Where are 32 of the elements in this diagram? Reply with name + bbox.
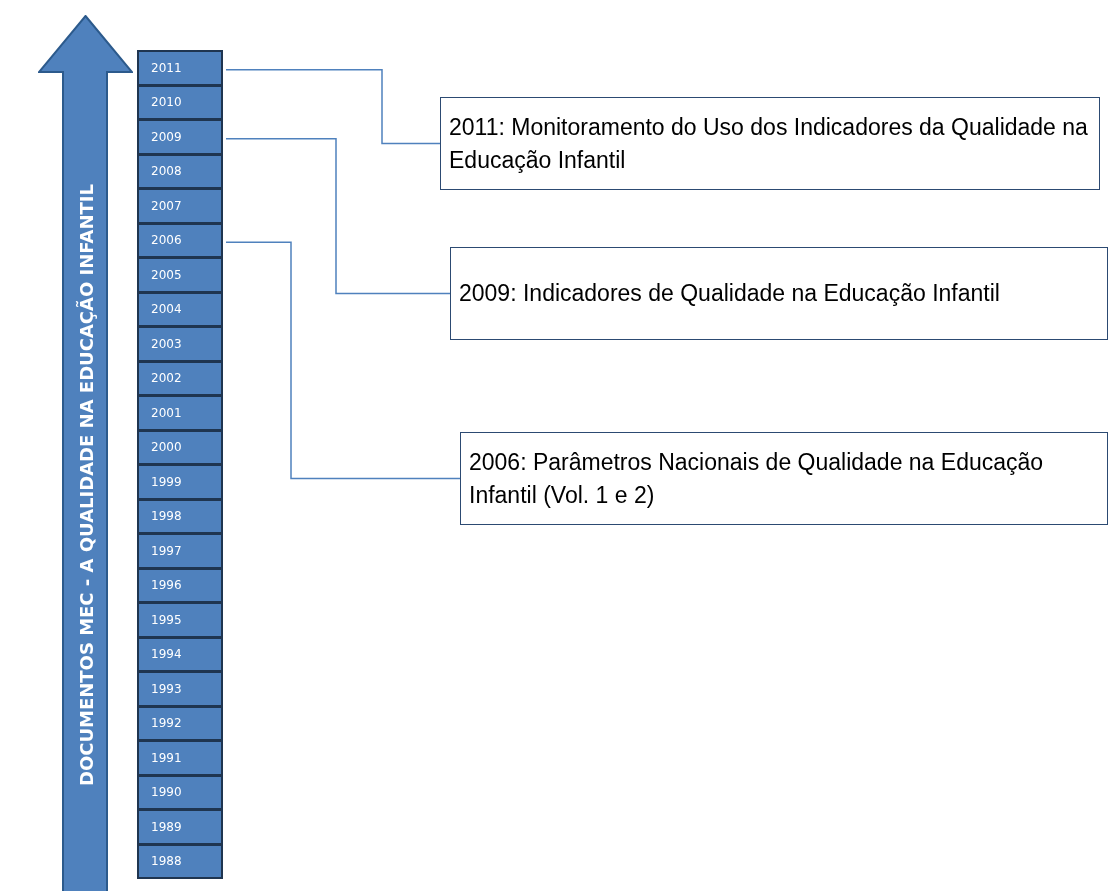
year-box: 2010	[137, 84, 223, 120]
year-box: 1998	[137, 498, 223, 534]
year-box: 1999	[137, 464, 223, 500]
year-box: 2004	[137, 291, 223, 327]
connector-line	[225, 241, 461, 480]
year-box: 1989	[137, 809, 223, 845]
year-box: 2003	[137, 326, 223, 362]
year-box: 1994	[137, 636, 223, 672]
year-box: 1988	[137, 843, 223, 879]
year-box: 1996	[137, 567, 223, 603]
year-box: 2000	[137, 429, 223, 465]
year-box: 1997	[137, 533, 223, 569]
connector-line	[225, 69, 441, 145]
year-box: 1990	[137, 774, 223, 810]
year-box: 2005	[137, 257, 223, 293]
year-box: 2011	[137, 50, 223, 86]
up-arrow	[38, 15, 133, 891]
year-box: 2009	[137, 119, 223, 155]
year-box: 2006	[137, 222, 223, 258]
year-box: 2007	[137, 188, 223, 224]
callout-box: 2009: Indicadores de Qualidade na Educação Infantil	[450, 247, 1108, 340]
callout-box: 2011: Monitoramento do Uso dos Indicadores da Qualidade na Educação Infantil	[440, 97, 1100, 190]
year-box: 1991	[137, 740, 223, 776]
year-box: 1995	[137, 602, 223, 638]
year-box: 1993	[137, 671, 223, 707]
year-box: 2008	[137, 153, 223, 189]
callout-box: 2006: Parâmetros Nacionais de Qualidade na Educação Infantil (Vol. 1 e 2)	[460, 432, 1108, 525]
arrow-label: DOCUMENTOS MEC - A QUALIDADE NA EDUCAÇÃO INFANTIL	[75, 184, 96, 786]
year-box: 2002	[137, 360, 223, 396]
year-box: 1992	[137, 705, 223, 741]
connector-line	[225, 138, 451, 295]
year-box: 2001	[137, 395, 223, 431]
